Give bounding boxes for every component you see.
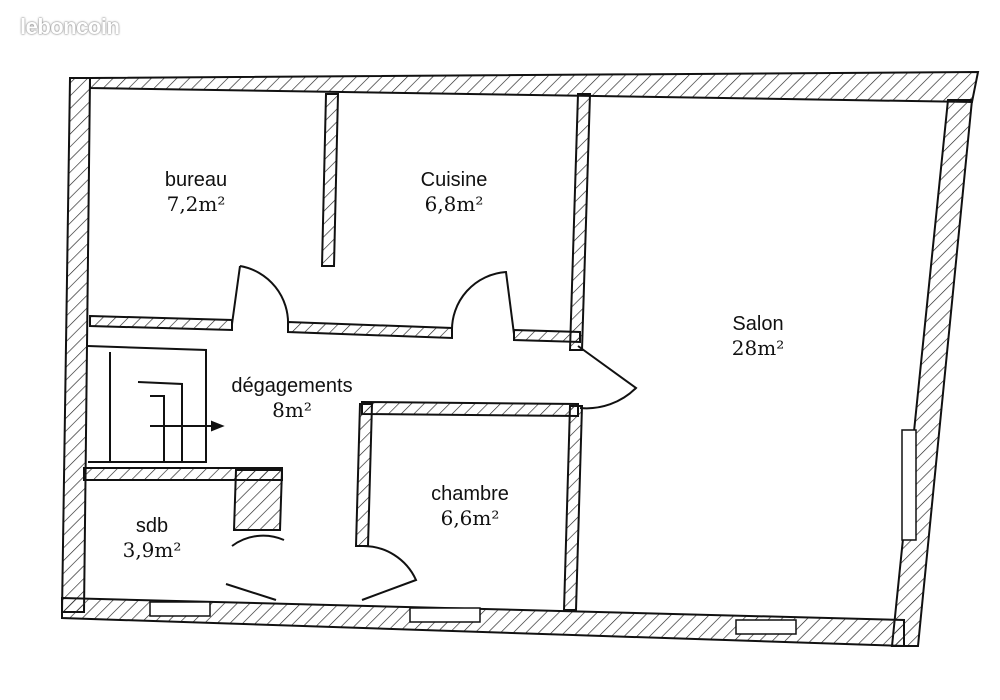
window-bottom-left [149, 601, 211, 617]
room-cuisine: Cuisine 6,8m² [421, 168, 488, 216]
room-bureau-name: bureau [164, 169, 228, 191]
watermark-logo: leboncoin [20, 14, 120, 39]
door-chambre [361, 544, 418, 601]
wall-cuisine-corridor-right [513, 328, 581, 344]
room-cuisine-name: Cuisine [420, 169, 488, 191]
window-bottom-center [409, 607, 481, 623]
wall-cuisine-salon [568, 93, 592, 351]
exterior-wall-top [89, 70, 980, 104]
door-cuisine [450, 270, 515, 335]
room-bureau: bureau 7,2m² [165, 168, 227, 216]
door-salon [577, 345, 638, 410]
room-bureau-area: 7,2m² [166, 192, 226, 216]
room-degagements: dégagements 8m² [231, 374, 352, 422]
room-chambre-name: chambre [431, 483, 509, 505]
door-bureau [231, 265, 290, 327]
wall-salon-chambre [562, 405, 584, 611]
exterior-wall-left [60, 77, 92, 613]
room-degagements-name: dégagements [231, 375, 353, 397]
wall-bureau-cuisine [320, 93, 340, 267]
room-salon-area: 28m² [731, 336, 785, 360]
room-salon: Salon 28m² [732, 312, 784, 360]
room-chambre: chambre 6,6m² [431, 482, 509, 530]
room-degagements-area: 8m² [272, 398, 312, 422]
exterior-wall-right [890, 99, 974, 647]
window-bottom-right [735, 619, 797, 635]
door-sdb [225, 534, 285, 601]
room-sdb-name: sdb [135, 515, 169, 537]
exterior-wall-bottom [61, 596, 905, 648]
staircase [87, 345, 225, 463]
wall-bureau-corridor-left [89, 314, 233, 332]
room-chambre-area: 6,6m² [440, 506, 500, 530]
wall-chambre-left [354, 403, 374, 547]
room-salon-name: Salon [732, 313, 784, 335]
wall-rooms-corridor-mid [287, 320, 453, 340]
room-sdb-area: 3,9m² [122, 538, 182, 562]
room-sdb: sdb 3,9m² [123, 514, 182, 562]
wall-chambre-top [361, 400, 579, 418]
window-right [901, 429, 917, 541]
wall-sdb-right [232, 469, 284, 531]
room-cuisine-area: 6,8m² [424, 192, 484, 216]
